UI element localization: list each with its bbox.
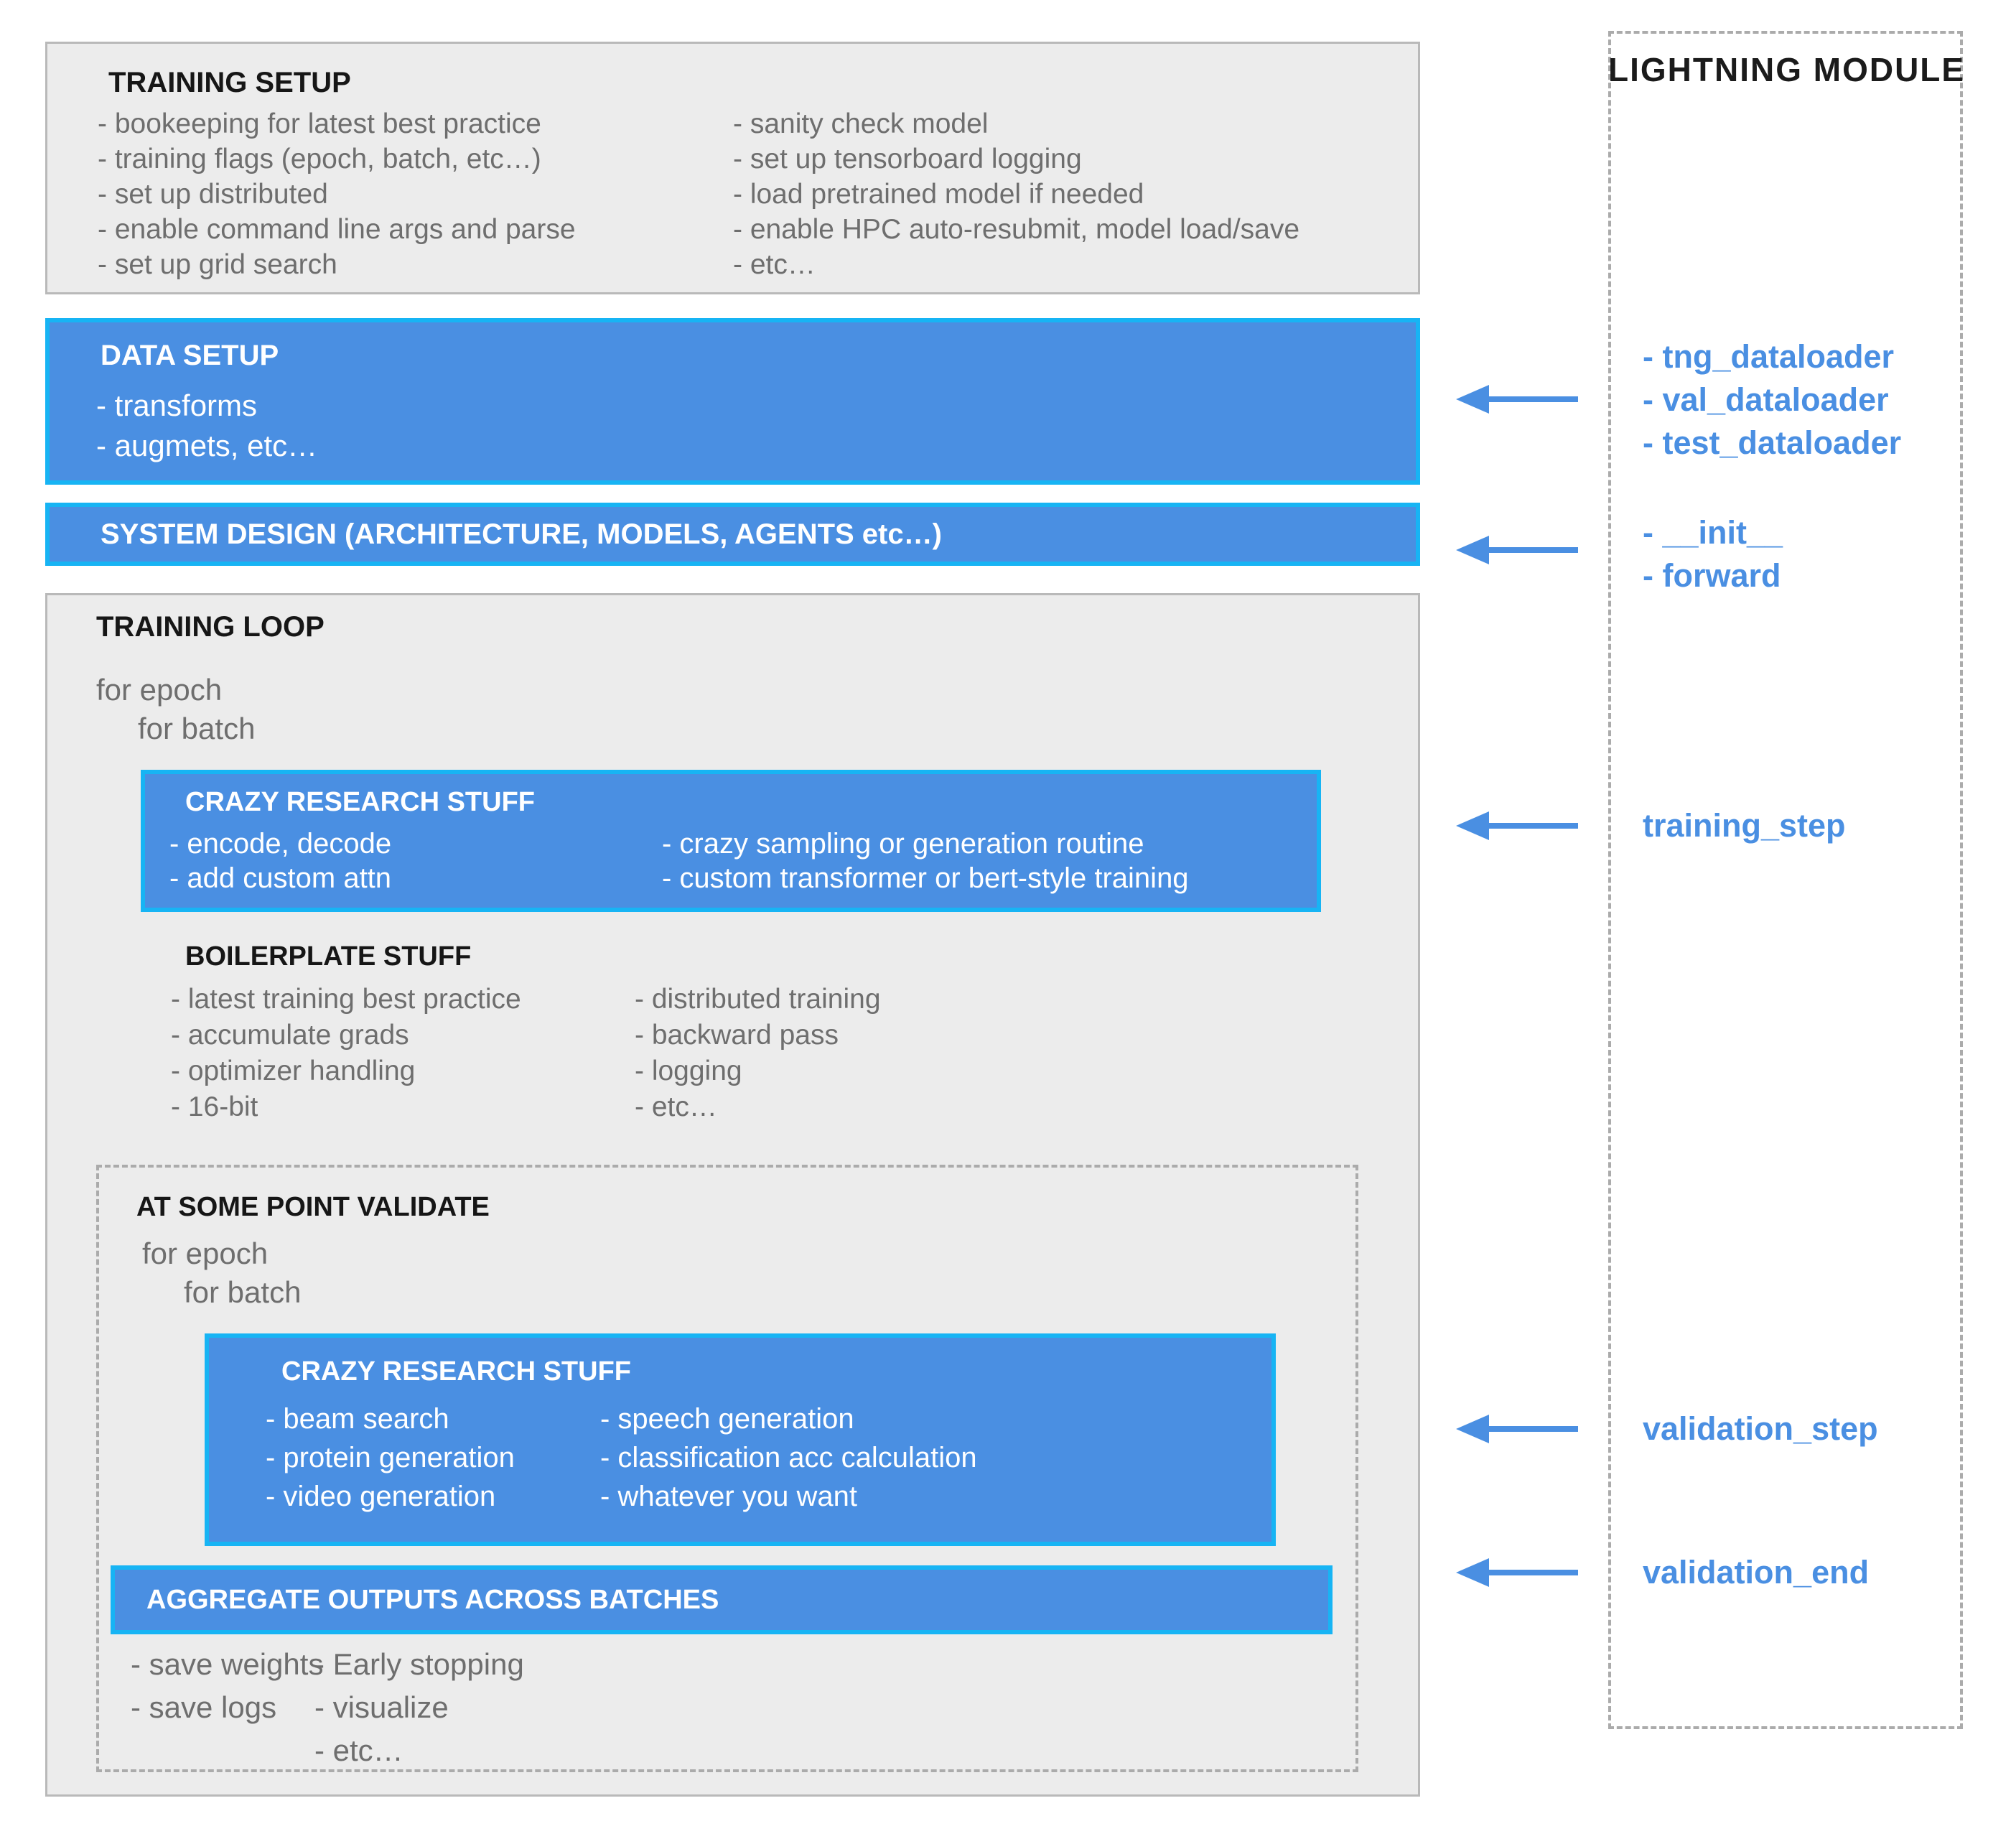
list-item: - augmets, etc… xyxy=(96,429,318,462)
list-item: - protein generation xyxy=(266,1442,515,1473)
system-design-title: SYSTEM DESIGN (ARCHITECTURE, MODELS, AGE… xyxy=(101,518,942,550)
lightning-validation-end-label: validation_end xyxy=(1643,1554,1870,1591)
crazy-research-validate-box: CRAZY RESEARCH STUFF - beam search - prot… xyxy=(205,1333,1276,1546)
arrow-shaft xyxy=(1486,396,1578,402)
training-setup-box: TRAINING SETUP - bookeeping for latest b… xyxy=(45,42,1420,294)
arrow-shaft xyxy=(1486,1426,1578,1432)
training-loop-box: TRAINING LOOP for epoch for batch CRAZY … xyxy=(45,593,1420,1797)
list-item: - set up grid search xyxy=(98,249,337,280)
crazy-research-training-right-list: - crazy sampling or generation routine- … xyxy=(662,826,1189,895)
arrow-shaft xyxy=(1486,823,1578,829)
list-item: - transforms xyxy=(96,388,258,422)
list-item: - accumulate grads xyxy=(171,1020,409,1051)
list-item: - save logs xyxy=(131,1690,277,1724)
arrow-head-icon xyxy=(1456,536,1489,564)
list-item: - val_dataloader xyxy=(1643,381,1889,418)
data-setup-box: DATA SETUP - transforms - augmets, etc… xyxy=(45,318,1420,485)
list-item: - etc… xyxy=(635,1091,717,1122)
training-setup-right-list: - sanity check model - set up tensorboard… xyxy=(733,106,1299,282)
arrow-shaft xyxy=(1486,547,1578,553)
list-item: - encode, decode xyxy=(169,828,392,860)
lightning-training-step-label: training_step xyxy=(1643,807,1846,844)
list-item: - classification acc calculation xyxy=(600,1442,977,1473)
arrow-validation-step-to-crazy-research xyxy=(1456,1415,1578,1443)
training-loop-title: TRAINING LOOP xyxy=(96,611,325,643)
list-item: - distributed training xyxy=(635,984,881,1015)
boilerplate-right-list: - distributed training - backward pass - l… xyxy=(635,982,881,1125)
crazy-research-validate-right-list: - speech generation - classification acc … xyxy=(600,1400,977,1516)
validate-for-epoch: for epoch xyxy=(142,1237,269,1270)
list-item: - save weights xyxy=(131,1647,324,1681)
list-item: - optimizer handling xyxy=(171,1056,416,1086)
list-item: - crazy sampling or generation routine xyxy=(662,828,1144,860)
list-item: - training flags (epoch, batch, etc…) xyxy=(98,144,541,174)
arrow-training-step-to-crazy-research xyxy=(1456,811,1578,840)
aggregate-outputs-title: AGGREGATE OUTPUTS ACROSS BATCHES xyxy=(146,1584,719,1615)
list-item: - Early stopping xyxy=(314,1647,524,1681)
training-loop-for-batch: for batch xyxy=(138,712,256,745)
arrow-head-icon xyxy=(1456,385,1489,414)
arrow-head-icon xyxy=(1456,1558,1489,1587)
list-item: - custom transformer or bert-style train… xyxy=(662,862,1189,894)
boilerplate-title: BOILERPLATE STUFF xyxy=(185,941,472,972)
aggregate-outputs-box: AGGREGATE OUTPUTS ACROSS BATCHES xyxy=(111,1565,1333,1634)
training-setup-left-list: - bookeeping for latest best practice - t… xyxy=(98,106,576,282)
list-item: - bookeeping for latest best practice xyxy=(98,108,541,139)
list-item: - visualize xyxy=(314,1690,449,1724)
list-item: - tng_dataloader xyxy=(1643,338,1895,375)
system-design-box: SYSTEM DESIGN (ARCHITECTURE, MODELS, AGE… xyxy=(45,503,1420,566)
arrow-dataloaders-to-data-setup xyxy=(1456,385,1578,414)
validate-for-batch: for batch xyxy=(184,1275,302,1309)
list-item: - load pretrained model if needed xyxy=(733,179,1144,210)
list-item: - enable HPC auto-resubmit, model load/s… xyxy=(733,214,1300,245)
list-item: - set up distributed xyxy=(98,179,328,210)
list-item: - set up tensorboard logging xyxy=(733,144,1082,174)
arrow-head-icon xyxy=(1456,1415,1489,1443)
validate-post-list-col1: - save weights - save logs xyxy=(131,1643,323,1729)
lightning-module-title: LIGHTNING MODULE xyxy=(1608,51,1966,88)
crazy-research-validate-title: CRAZY RESEARCH STUFF xyxy=(281,1356,631,1387)
list-item: - video generation xyxy=(266,1481,496,1512)
crazy-research-training-left-list: - encode, decode- add custom attn xyxy=(169,826,391,895)
list-item: - 16-bit xyxy=(171,1091,258,1122)
list-item: - enable command line args and parse xyxy=(98,214,576,245)
data-setup-title: DATA SETUP xyxy=(101,340,279,371)
boilerplate-left-list: - latest training best practice - accumul… xyxy=(171,982,521,1125)
training-setup-title: TRAINING SETUP xyxy=(108,67,351,98)
list-item: - etc… xyxy=(314,1733,403,1767)
list-item: - whatever you want xyxy=(600,1481,857,1512)
lightning-validation-step-label: validation_step xyxy=(1643,1410,1878,1447)
lightning-init-forward-list: - __init__ - forward xyxy=(1643,511,1783,597)
validate-post-list-col2: - Early stopping - visualize - etc… xyxy=(314,1643,524,1772)
list-item: - __init__ xyxy=(1643,514,1783,551)
list-item: - test_dataloader xyxy=(1643,424,1902,461)
crazy-research-training-title: CRAZY RESEARCH STUFF xyxy=(185,787,535,817)
arrow-validation-end-to-aggregate xyxy=(1456,1558,1578,1587)
list-item: - latest training best practice xyxy=(171,984,521,1015)
list-item: - beam search xyxy=(266,1403,449,1435)
list-item: - forward xyxy=(1643,557,1781,594)
crazy-research-validate-left-list: - beam search - protein generation - video… xyxy=(266,1400,515,1516)
arrow-shaft xyxy=(1486,1570,1578,1575)
training-loop-for-epoch: for epoch xyxy=(96,673,223,707)
lightning-module-box xyxy=(1608,31,1963,1729)
list-item: - etc… xyxy=(733,249,816,280)
arrow-init-to-system-design xyxy=(1456,536,1578,564)
arrow-head-icon xyxy=(1456,811,1489,840)
list-item: - logging xyxy=(635,1056,742,1086)
data-setup-list: - transforms - augmets, etc… xyxy=(96,386,317,466)
list-item: - sanity check model xyxy=(733,108,989,139)
lightning-dataloaders-list: - tng_dataloader - val_dataloader - test_d… xyxy=(1643,335,1901,465)
crazy-research-training-box: CRAZY RESEARCH STUFF - encode, decode- a… xyxy=(141,770,1321,912)
list-item: - add custom attn xyxy=(169,862,392,894)
validate-title: AT SOME POINT VALIDATE xyxy=(136,1192,490,1222)
list-item: - speech generation xyxy=(600,1403,854,1435)
validate-box: AT SOME POINT VALIDATE for epoch for bat… xyxy=(96,1165,1358,1772)
list-item: - backward pass xyxy=(635,1020,839,1051)
